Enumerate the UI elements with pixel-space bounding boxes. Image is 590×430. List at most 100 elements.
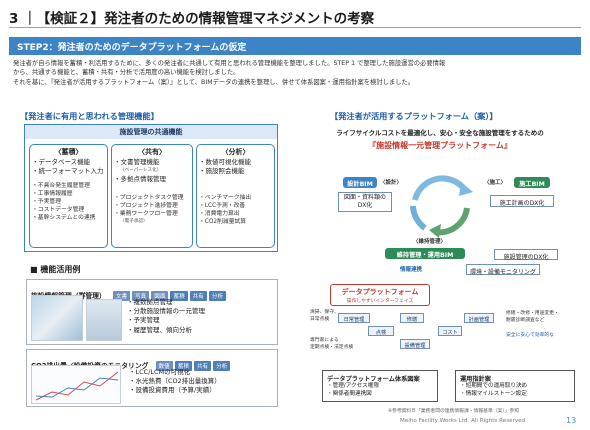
operation-guideline-box: 運用指針案 ・短期間での運用取り決め ・情報マイルストーン設定 [455,370,575,402]
title-divider [9,27,581,28]
case-bullet: ・LCC/LCMの可視化 [129,368,191,376]
design-phase-label: 〈設計〉 [380,180,403,186]
building-thumbnail [86,299,122,341]
analyze-title: 〈分析〉 [221,148,250,156]
function-item: ・CO2削減量試算 [199,219,247,225]
note-line: 専門家による [310,338,339,343]
tag-badge: 分析 [213,361,231,371]
note-line: 定期点検・法定点検 [310,345,354,350]
copyright-footer: Meiho Facility Works Ltd. All Rights Res… [400,418,526,424]
doc-dx-box: 図面・資料類の DX化 [338,192,392,212]
tag-badge: 蓄積 [174,361,192,371]
function-item: ・基幹システムとの連携 [32,215,96,221]
facility-dx-box: 施設管理のDX化 [494,249,558,261]
case-bullets: ・複数拠点管理 ・分散施設情報の一元管理 ・予実管理 ・履歴管理、傾向分析 [127,298,205,335]
page-number: 13 [566,416,577,425]
function-item-note: （ペーパーレス化） [120,168,162,173]
left-section-heading: 【発注者に有用と思われる管理機能】 [20,111,159,121]
case-bullet: ・複数拠点管理 [127,298,173,306]
case-bullet: ・設備投資費用（予算/実績） [129,386,216,395]
platform-concept: 『施設情報一元管理プラットフォーム』 [368,141,512,150]
function-item: ・統一フォーマット入力 [32,167,104,175]
tag-badge: 文書 [112,291,131,301]
tag-badge: 分析 [208,291,227,301]
construct-bim-label: 施工BIM [514,177,550,188]
common-functions-title: 施設管理の共通機能 [25,125,277,139]
line-graph-icon [35,371,119,401]
hex-item: 修繕 [400,313,424,323]
function-item-note: （電子承認） [120,219,148,224]
function-item: ・工事情報履歴 [32,191,73,197]
function-item: ・消費電力算出 [199,211,240,217]
function-item: ・コストデータ管理 [32,207,85,213]
function-item: ・多拠点情報管理 [114,175,166,183]
intro-line: それを基に、『発注者が活用するプラットフォーム（案）』として、BIMデータの連携… [13,78,415,86]
structure-item: ・管理/アクセス権限 [327,383,379,389]
function-item: ・不具合発生履歴管理 [32,183,90,189]
maintenance-phase-label: 〈維持管理〉 [413,239,447,245]
share-column: 〈共有〉 ・文書管理機能 （ペーパーレス化） ・多拠点情報管理 ・プロジェクトタ… [111,144,193,248]
map-thumbnail [31,295,83,341]
analyze-column: 〈分析〉 ・数値可視化機能 ・施設照会機能 ・ベンチマーク抽出 ・LCC予測・改… [196,144,275,248]
case-bullet: ・分散施設情報の一元管理 [127,307,205,316]
construct-dx-box: 施工計画のDX化 [490,195,554,207]
lifecycle-cycle-icon [410,175,473,238]
function-item: ・業務ワークフロー管理 [114,211,178,217]
guideline-item: ・短期間での運用取り決め [460,383,528,389]
structure-title: データプラットフォーム体系図案 [327,376,420,383]
doc-dx-line: DX化 [357,202,373,209]
function-item: ・施設照会機能 [199,167,245,175]
hex-item: 日常管理 [338,313,370,323]
chart-thumbnail [31,365,121,404]
hex-item: コスト [438,326,462,336]
function-item: ・LCC予測・改善 [199,203,246,209]
note-line: 日常点検 [310,317,330,322]
guideline-title: 運用指針案 [460,376,491,383]
tag-badge: 共有 [193,361,212,371]
accumulate-title: 〈蓄積〉 [54,148,83,156]
accumulate-column: 〈蓄積〉 ・データベース機能 ・統一フォーマット入力 ・不具合発生履歴管理 ・工… [29,144,108,248]
function-item: ・数値可視化機能 [199,158,251,166]
function-item: ・予実管理 [32,199,61,205]
tag-badge: 図面 [151,291,169,301]
data-platform-box: データプラットフォーム 操作しやすいインターフェイス [330,284,430,306]
case-bullet: ・予実管理 [127,316,160,325]
function-item: ・ベンチマーク抽出 [199,195,252,201]
function-item: ・文書管理機能 [114,158,160,166]
intro-text: 発注者が自ら情報を蓄積・利活用するために、多くの発注者に共通して有用と思われる管… [13,59,581,87]
cases-heading: ■ 機能活用例 [30,265,81,274]
share-title: 〈共有〉 [138,148,166,156]
function-item: ・プロジェクトタスク管理 [114,195,184,201]
note-line: 清掃、保守、 [310,310,339,315]
case-bullets: ・LCC/LCMの可視化 ・水光熱費（CO2排出量換算） ・設備投資費用（予算/… [129,368,221,396]
tag-badge: 共有 [189,291,207,301]
note-line: 耐震診断調査など [506,318,545,323]
intro-line: から、共通する機能と、蓄積・共有・分析で活用度の高い機能を検討しました。 [13,69,240,77]
data-platform-subtitle: 操作しやすいインターフェイス [346,299,414,304]
design-bim-label: 設計BIM [343,177,377,188]
step-banner: STEP2：発注者のためのデータプラットフォームの仮定 [9,37,581,55]
reference-note: ※参考資料Ｂ「業務者間の連携情報課・情報基準（案）」参照 [388,409,520,414]
note-line: 修繕・改修・用途変更・ [506,311,559,316]
env-monitoring-box: 環境・設備モニタリング [466,264,540,276]
case-bullet: ・履歴管理、傾向分析 [127,325,192,334]
tag-badge: 蓄積 [170,291,188,301]
structure-item: ・関係者間連携図 [327,390,372,397]
hex-item: 設備管理 [400,339,430,349]
platform-structure-box: データプラットフォーム体系図案 ・管理/アクセス権限 ・関係者間連携図 [322,370,438,402]
tag-badge: 数値 [155,361,173,371]
tag-badge: 写真 [132,291,150,301]
page-title: 3 ｜【検証２】発注者のための情報管理マネジメントの考察 [9,11,375,27]
function-item: ・データベース機能 [32,158,91,166]
note-line: 安全に安心で効率的な [506,333,554,338]
info-link-label: 情報連携 [400,267,423,273]
right-notes: 修繕・改修・用途変更・ 耐震診断調査など 安全に安心で効率的な [506,310,559,339]
right-section-heading: 【発注者が活用するプラットフォーム（案）】 [330,111,498,121]
maintenance-bim-label: 維持管理・運用BIM [385,248,465,259]
intro-line: 発注者が自ら情報を蓄積・利活用するために、多くの発注者に共通して有用と思われる管… [13,60,446,67]
common-functions-box: 施設管理の共通機能 〈蓄積〉 ・データベース機能 ・統一フォーマット入力 ・不具… [24,124,278,252]
hex-item: 計画管理 [464,313,494,323]
guideline-item: ・情報マイルストーン設定 [460,390,527,397]
